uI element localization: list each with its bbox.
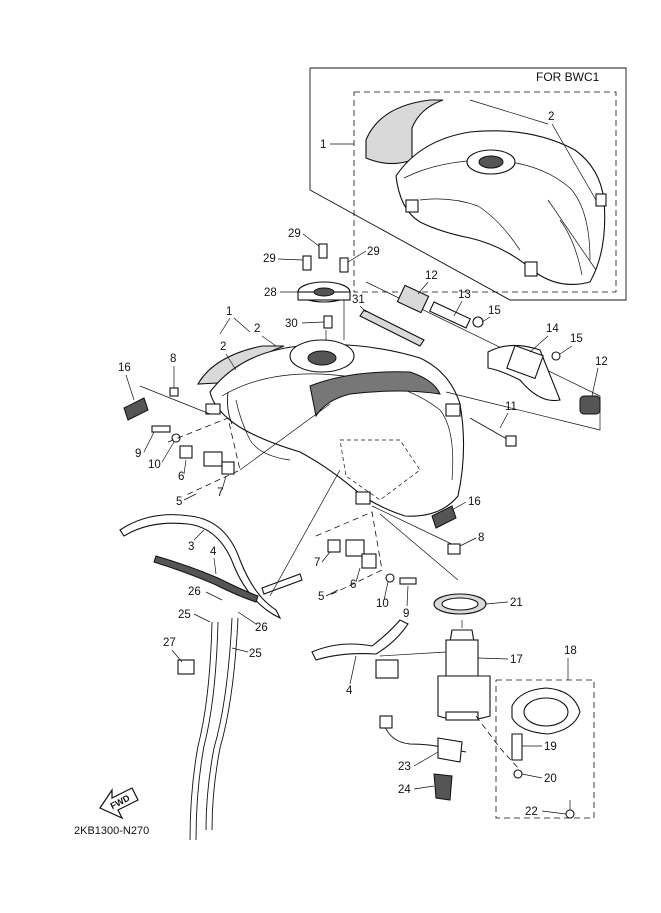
callout-16: 16 (118, 362, 131, 374)
callout-13: 13 (458, 289, 471, 301)
callout-22: 22 (525, 806, 538, 818)
callout-10: 10 (376, 598, 389, 610)
callout-9: 9 (403, 608, 409, 620)
canister-assembly (365, 281, 601, 447)
callout-2: 2 (254, 323, 260, 335)
callout-inset-1: 1 (320, 139, 326, 151)
callout-24: 24 (398, 784, 411, 796)
callout-25: 25 (249, 648, 262, 660)
callout-7: 7 (314, 557, 320, 569)
callout-19: 19 (544, 741, 557, 753)
left-mount-hardware (123, 385, 241, 497)
callout-12: 12 (425, 270, 438, 282)
callout-29: 29 (367, 246, 380, 258)
callout-inset-2: 2 (548, 111, 554, 123)
callout-31: 31 (352, 294, 365, 306)
callout-5: 5 (176, 496, 182, 508)
callout-3: 3 (188, 541, 194, 553)
callout-20: 20 (544, 773, 557, 785)
callout-17: 17 (510, 654, 523, 666)
callout-16: 16 (468, 496, 481, 508)
callout-14: 14 (546, 323, 559, 335)
hoses (119, 403, 409, 841)
callout-5: 5 (318, 591, 324, 603)
callout-28: 28 (264, 287, 277, 299)
canister-callouts: 12 13 15 14 15 12 11 (417, 270, 608, 429)
tank-callouts: 1 2 2 (219, 306, 277, 371)
callout-26: 26 (255, 622, 268, 634)
inset-callouts: 1 2 (320, 99, 597, 201)
hose-callouts: 3 4 26 26 25 25 27 4 (163, 529, 357, 697)
callout-29: 29 (288, 228, 301, 240)
callout-6: 6 (178, 471, 184, 483)
pump-callouts: 21 17 18 19 23 20 24 22 (398, 597, 577, 818)
fwd-arrow: FWD (99, 787, 139, 820)
callout-4: 4 (210, 546, 217, 558)
right-mount-hardware (315, 505, 461, 597)
callout-2: 2 (220, 341, 226, 353)
drawing-code: 2KB1300-N270 (74, 825, 149, 837)
callout-26: 26 (188, 586, 201, 598)
callout-9: 9 (135, 448, 141, 460)
callout-15: 15 (570, 333, 583, 345)
callout-25: 25 (178, 609, 191, 621)
callout-21: 21 (510, 597, 523, 609)
inset-for-bwc1: FOR BWC1 (309, 67, 627, 301)
callout-7: 7 (217, 487, 223, 499)
callout-6: 6 (350, 579, 356, 591)
callout-29: 29 (263, 253, 276, 265)
callout-27: 27 (163, 637, 176, 649)
inset-title: FOR BWC1 (536, 70, 600, 84)
callout-1: 1 (226, 306, 232, 318)
fuel-pump-assembly (375, 513, 595, 819)
callout-8: 8 (170, 353, 176, 365)
callout-10: 10 (148, 459, 161, 471)
callout-8: 8 (478, 532, 484, 544)
callout-18: 18 (564, 645, 577, 657)
left-mount-callouts: 16 8 9 10 6 7 5 (118, 353, 227, 508)
right-mount-callouts: 16 8 7 6 5 10 9 (314, 496, 484, 620)
callout-11: 11 (505, 401, 517, 413)
callout-12: 12 (595, 356, 608, 368)
main-fuel-tank (197, 339, 465, 517)
callout-23: 23 (398, 761, 411, 773)
callout-15: 15 (488, 305, 501, 317)
cap-callouts: 29 29 29 28 30 31 (263, 228, 380, 330)
callout-30: 30 (285, 318, 298, 330)
callout-4: 4 (346, 685, 353, 697)
